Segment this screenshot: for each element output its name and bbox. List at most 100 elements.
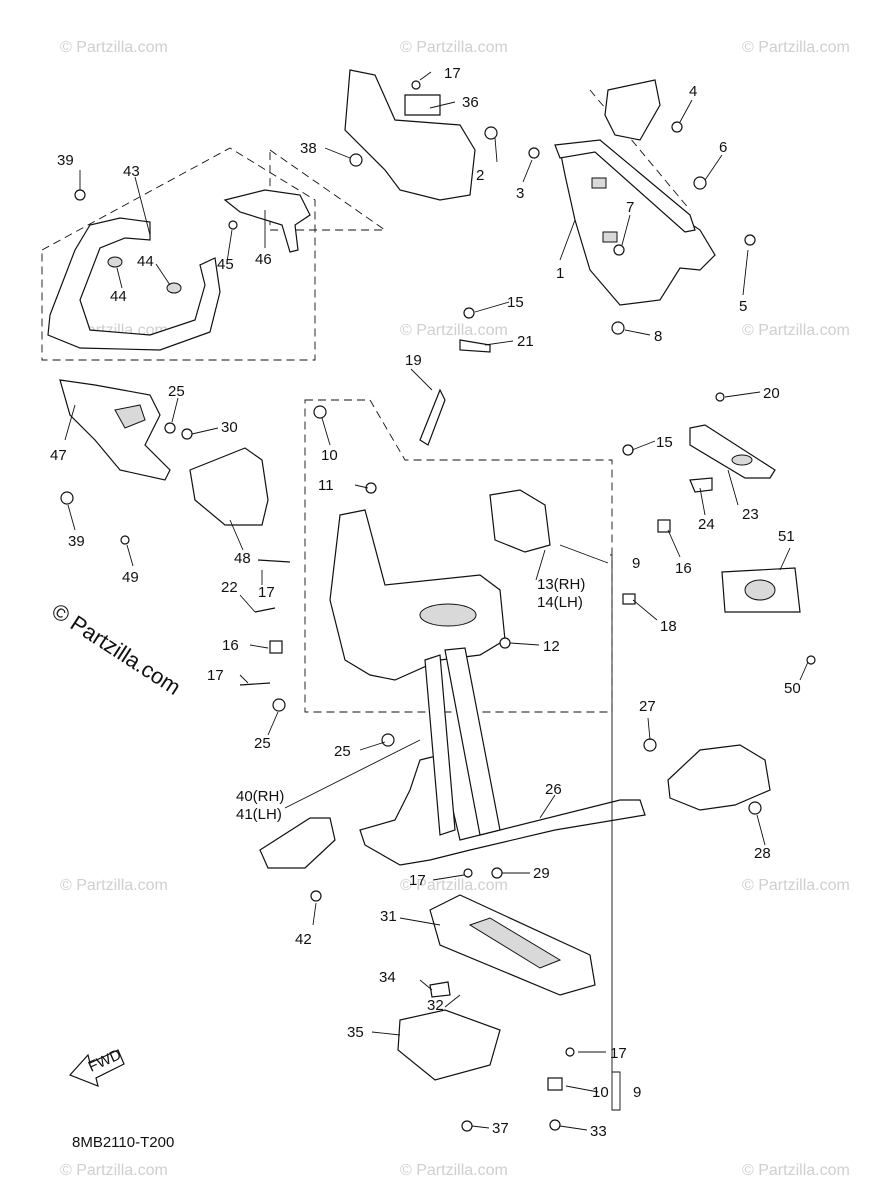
grommet-44: [107, 256, 123, 268]
bracket-40-41[interactable]: [259, 817, 336, 869]
skid-plate-31[interactable]: [429, 894, 596, 996]
callout-label: 33: [590, 1123, 607, 1140]
callout-label: 3: [516, 185, 524, 202]
rivet-17: [239, 682, 271, 686]
callout-label: 16: [222, 637, 239, 654]
main-frame-26[interactable]: [359, 647, 646, 866]
bolt-2: [484, 126, 498, 140]
callout-label: 47: [50, 447, 67, 464]
callout-label: 4: [689, 83, 697, 100]
callout-label: 25: [168, 383, 185, 400]
callout-label: 17: [207, 667, 224, 684]
callout-label: 44: [110, 288, 127, 305]
bolt-29: [491, 867, 503, 879]
bracket-24[interactable]: [689, 477, 713, 493]
panel-opening: [419, 603, 477, 627]
callout-label: 44: [137, 253, 154, 270]
callout-label: 11: [318, 477, 334, 494]
frame-stub: [667, 744, 771, 811]
callout-label: 16: [675, 560, 692, 577]
callout-label: 17: [258, 584, 275, 601]
nut-8: [611, 321, 625, 335]
callout-label: 2: [476, 167, 484, 184]
nut-6: [693, 176, 707, 190]
group-43-outline: [41, 147, 316, 361]
callout-label: 26: [545, 781, 562, 798]
bracket-46[interactable]: [223, 189, 311, 253]
callout-label: 50: [784, 680, 801, 697]
watermark: © Partzilla.com: [400, 322, 508, 339]
rivet-17: [257, 559, 291, 563]
callout-label: 28: [754, 845, 771, 862]
callout-label: 17: [610, 1045, 627, 1062]
rivet-49: [120, 535, 130, 545]
callout-label: 14(LH): [537, 594, 583, 611]
bolt-38: [349, 153, 363, 167]
callout-label: 19: [405, 352, 422, 369]
bolt-39: [74, 189, 86, 201]
grommet-16: [657, 519, 671, 533]
bolt-12: [499, 637, 511, 649]
figure-code: 8MB2110-T200: [72, 1134, 174, 1151]
nut-4: [671, 121, 683, 133]
front-guard-assembly[interactable]: [554, 79, 716, 306]
stay-19[interactable]: [419, 388, 446, 446]
watermark: © Partzilla.com: [742, 322, 850, 339]
watermark-layer: © Partzilla.com © Partzilla.com © Partzi…: [60, 39, 850, 1179]
callout-label: 51: [778, 528, 795, 545]
callout-label: 6: [719, 139, 727, 156]
callout-label: 8: [654, 328, 662, 345]
frame-panel-9[interactable]: [329, 489, 551, 681]
callout-label: 10: [592, 1084, 609, 1101]
bracket-21[interactable]: [459, 339, 491, 353]
bracket-opening: [744, 579, 776, 601]
callout-label: 7: [626, 199, 634, 216]
callout-label: 18: [660, 618, 677, 635]
callout-label: 5: [739, 298, 747, 315]
nut-10: [313, 405, 327, 419]
plate-hole: [731, 454, 753, 466]
callout-label: 39: [57, 152, 74, 169]
nut-30: [181, 428, 193, 440]
watermark: © Partzilla.com: [400, 877, 508, 894]
bolt-7: [613, 244, 625, 256]
callout-label: 39: [68, 533, 85, 550]
rivet-50: [806, 655, 816, 665]
watermark: © Partzilla.com: [60, 1162, 168, 1179]
nut-42: [310, 890, 322, 902]
guard-tube-43[interactable]: [47, 217, 221, 351]
plate-23[interactable]: [689, 424, 776, 479]
callout-label: 13(RH): [537, 576, 585, 593]
callout-label: 17: [444, 65, 461, 82]
nut-27: [643, 738, 657, 752]
watermark: © Partzilla.com: [60, 39, 168, 56]
watermark: © Partzilla.com: [742, 39, 850, 56]
bolt-5: [744, 234, 756, 246]
watermark: © Partzilla.com: [742, 877, 850, 894]
bracket-34[interactable]: [429, 981, 451, 998]
bracket-slot: [602, 231, 618, 243]
bolt-33: [549, 1119, 561, 1131]
callout-label: 31: [380, 908, 397, 925]
side-bracket-47[interactable]: [59, 379, 171, 481]
rivet-17: [565, 1047, 575, 1057]
rivet-45: [228, 220, 238, 230]
callout-label: 25: [334, 743, 351, 760]
bolt-37: [461, 1120, 473, 1132]
callout-label: 41(LH): [236, 806, 282, 823]
bolt-15: [622, 444, 634, 456]
bolt-25: [272, 698, 286, 712]
callout-label: 37: [492, 1120, 509, 1137]
fasteners: [60, 80, 816, 1132]
upper-cover-36[interactable]: [344, 69, 476, 201]
callout-label: 10: [321, 447, 338, 464]
bracket-51[interactable]: [721, 567, 801, 613]
group-36-outline: [269, 149, 387, 231]
callout-label: 15: [656, 434, 673, 451]
callout-label: 34: [379, 969, 396, 986]
leader-lines: [64, 71, 809, 1131]
side-plate-48[interactable]: [189, 447, 269, 526]
rivet-17: [463, 868, 473, 878]
skid-plate-35[interactable]: [397, 1009, 501, 1081]
